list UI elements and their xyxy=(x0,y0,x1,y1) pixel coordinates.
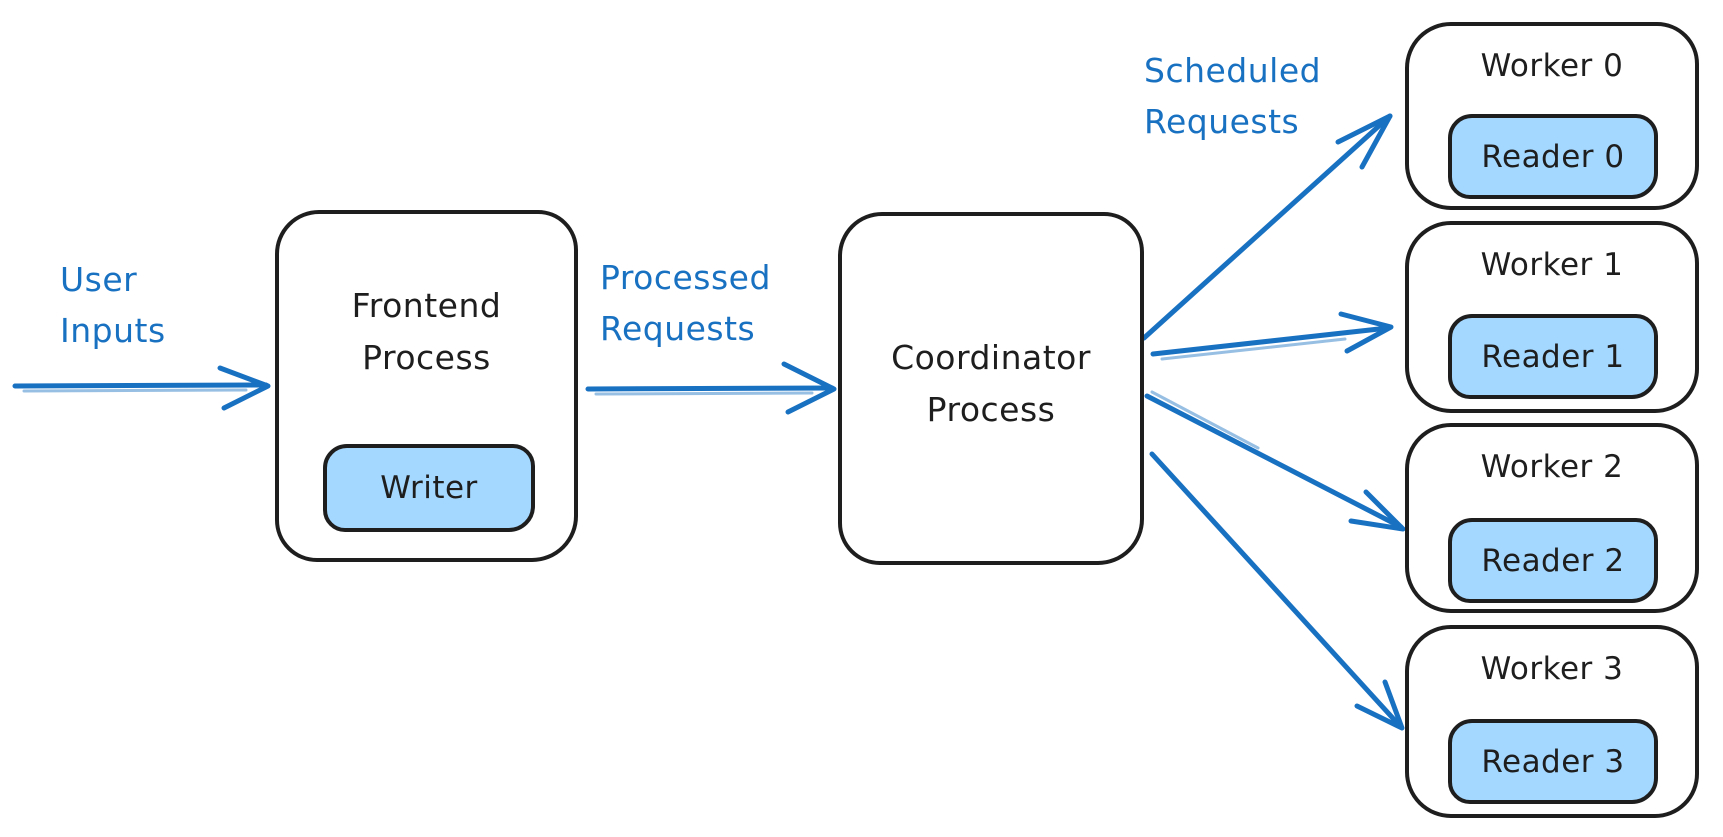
arrow-shaft-highlight xyxy=(22,388,248,393)
scheduled-arrow-worker-3 xyxy=(1149,451,1405,731)
coordinator-process-title: Coordinator Process xyxy=(842,332,1140,436)
arrow-shaft-highlight xyxy=(1160,337,1347,361)
arrow-shaft xyxy=(1149,451,1403,729)
coordinator-process-title-line1: Coordinator xyxy=(891,338,1091,377)
reader-1-badge: Reader 1 xyxy=(1448,314,1658,399)
arrow-shaft xyxy=(1141,113,1393,341)
processed-requests-label: Processed Requests xyxy=(600,252,771,354)
reader-0-badge-label: Reader 0 xyxy=(1481,138,1625,175)
worker-1-label: Worker 1 xyxy=(1480,247,1624,283)
arrow-head xyxy=(1354,679,1405,731)
arrow-head xyxy=(1338,311,1394,354)
writer-badge: Writer xyxy=(323,444,535,532)
user-inputs-label: User Inputs xyxy=(60,254,166,356)
scheduled-requests-label-line2: Requests xyxy=(1144,102,1300,141)
reader-2-badge: Reader 2 xyxy=(1448,518,1658,603)
arrow-head xyxy=(781,361,837,415)
reader-0-badge: Reader 0 xyxy=(1448,114,1658,199)
arrow-head xyxy=(217,365,271,411)
processed-requests-arrow xyxy=(585,361,837,415)
reader-1-badge-label: Reader 1 xyxy=(1481,338,1625,375)
frontend-process-title-line2: Process xyxy=(362,338,491,377)
arrow-shaft-highlight xyxy=(1150,390,1260,450)
frontend-process-title: Frontend Process xyxy=(279,280,574,384)
coordinator-process-box: Coordinator Process xyxy=(838,212,1144,565)
reader-3-badge-label: Reader 3 xyxy=(1481,743,1625,780)
scheduled-arrow-worker-1 xyxy=(1150,311,1394,361)
arrow-head xyxy=(1348,489,1406,532)
worker-3-label: Worker 3 xyxy=(1480,651,1624,687)
scheduled-arrow-worker-0 xyxy=(1141,113,1393,341)
arrow-shaft xyxy=(12,382,269,389)
coordinator-process-title-line2: Process xyxy=(926,390,1056,429)
processed-requests-label-line2: Requests xyxy=(600,309,756,348)
worker-2-label: Worker 2 xyxy=(1480,449,1624,485)
arrow-shaft-highlight xyxy=(594,391,814,396)
reader-2-badge-label: Reader 2 xyxy=(1481,542,1625,579)
arrow-shaft xyxy=(585,385,835,392)
user-inputs-label-line2: Inputs xyxy=(60,311,166,350)
scheduled-arrow-worker-2 xyxy=(1144,390,1406,532)
scheduled-requests-label-line1: Scheduled xyxy=(1144,51,1322,90)
arrow-shaft xyxy=(1144,393,1404,530)
processed-requests-label-line1: Processed xyxy=(600,258,771,297)
writer-badge-label: Writer xyxy=(380,470,478,506)
worker-0-label: Worker 0 xyxy=(1480,48,1624,84)
user-inputs-arrow xyxy=(12,365,271,411)
user-inputs-label-line1: User xyxy=(60,260,138,299)
frontend-process-title-line1: Frontend xyxy=(351,286,502,325)
scheduled-requests-label: Scheduled Requests xyxy=(1144,45,1321,147)
reader-3-badge: Reader 3 xyxy=(1448,719,1658,804)
arrow-head xyxy=(1335,113,1393,170)
arrow-shaft xyxy=(1150,325,1391,357)
